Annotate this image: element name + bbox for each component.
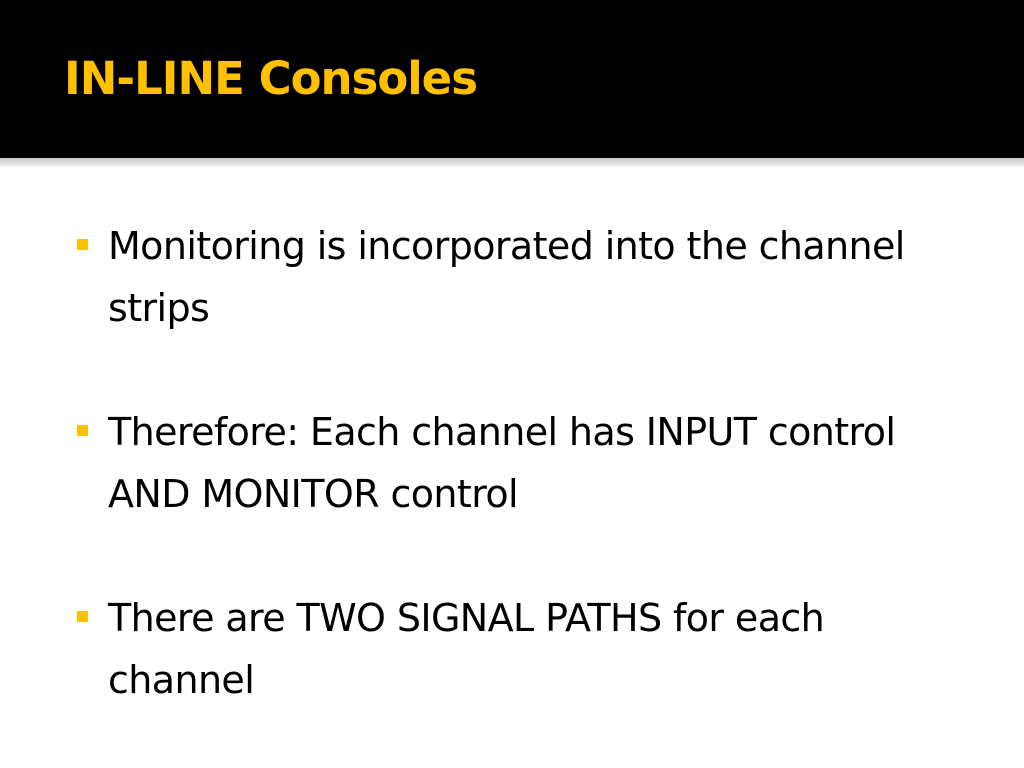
bullet-item: There are TWO SIGNAL PATHS for each chan… [72, 587, 972, 711]
bullet-list: Monitoring is incorporated into the chan… [72, 215, 972, 768]
bullet-text: Therefore: Each channel has INPUT contro… [108, 410, 896, 516]
square-bullet-icon [77, 425, 88, 436]
title-bar: IN-LINE Consoles [0, 0, 1024, 158]
bullet-item: Therefore: Each channel has INPUT contro… [72, 401, 972, 525]
square-bullet-icon [77, 239, 88, 250]
title-divider [0, 158, 1024, 168]
bullet-text: Monitoring is incorporated into the chan… [108, 224, 905, 330]
square-bullet-icon [77, 611, 88, 622]
bullet-text: There are TWO SIGNAL PATHS for each chan… [108, 596, 825, 702]
bullet-item: Monitoring is incorporated into the chan… [72, 215, 972, 339]
slide-title: IN-LINE Consoles [64, 52, 478, 105]
